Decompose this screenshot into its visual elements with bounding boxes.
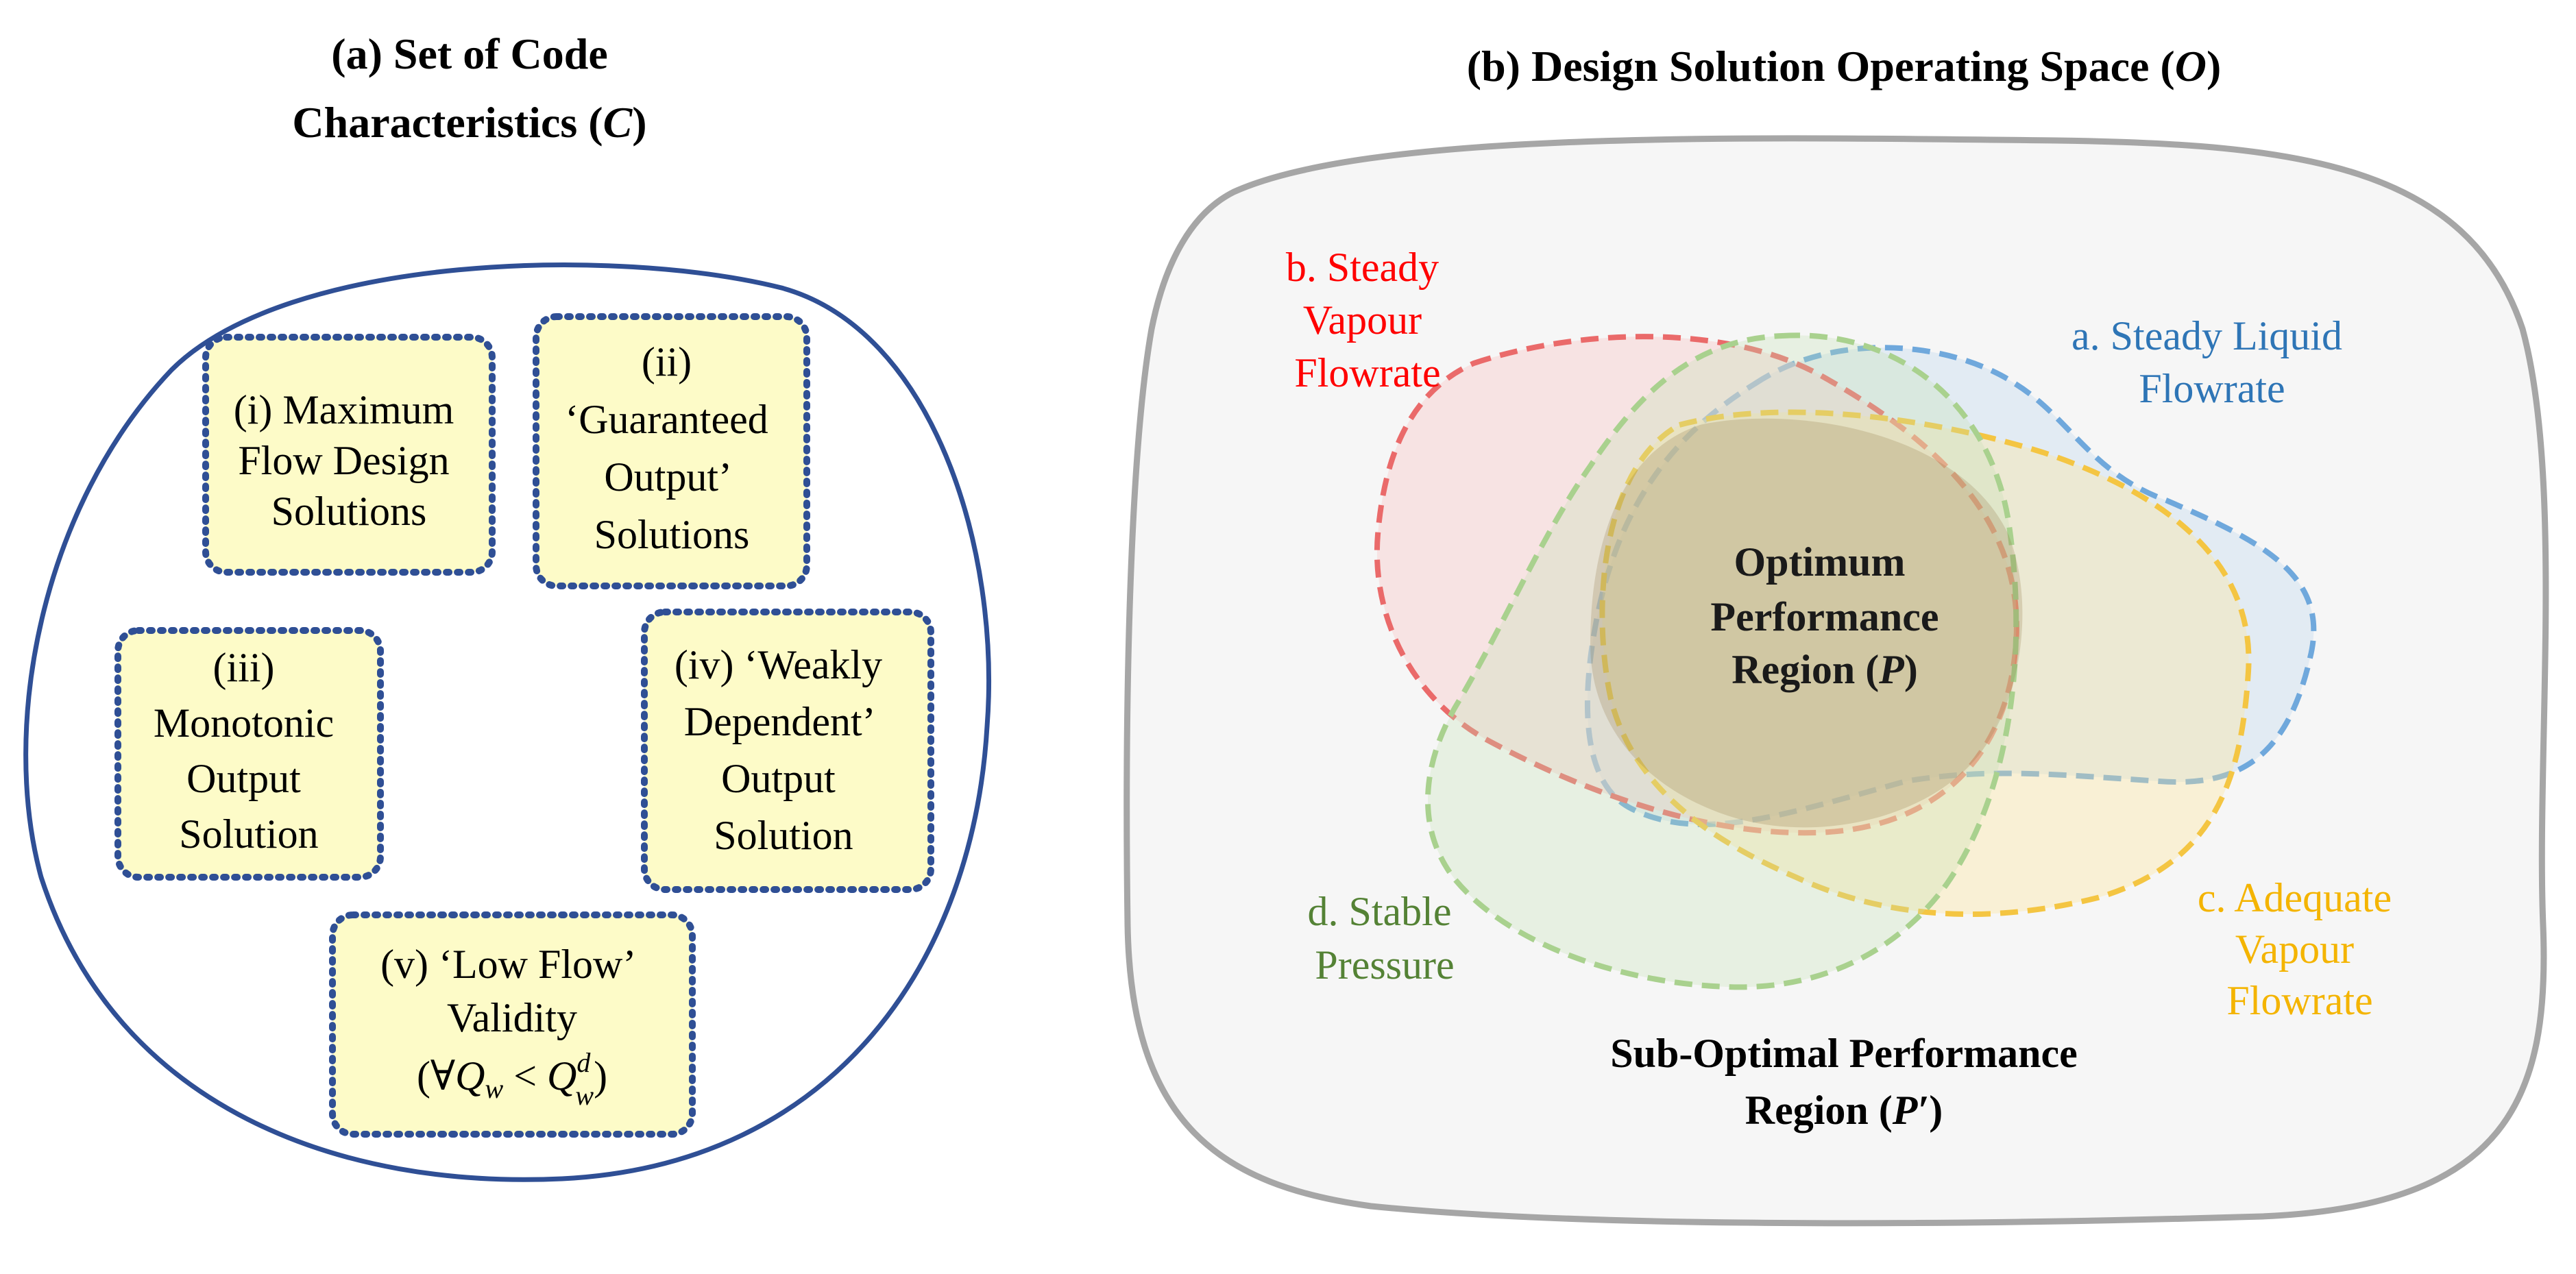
box-v-text: (v) ‘Low Flow’ Validity — [380, 942, 644, 1040]
region-a-steady-liquid-flowrate — [1584, 345, 2317, 827]
optimum-region-label: Optimum Performance — [1710, 539, 1939, 639]
suboptimal-region-label: Sub-Optimal Performance — [1610, 1031, 2078, 1076]
region-d-label: d. Stable Pressure — [1308, 889, 1462, 988]
region-a-label: a. Steady Liquid Flowrate — [2071, 313, 2353, 411]
panel-a-title-line1: (a) Set of Code — [331, 29, 607, 78]
panel-b-title: (b) Design Solution Operating Space (O) — [1467, 42, 2222, 90]
characteristic-box-i: (i) Maximum Flow Design Solutions — [202, 334, 496, 576]
box-iv-text: (iv) ‘Weakly Dependent’ Output Solution — [675, 642, 892, 858]
region-d-stable-pressure — [1425, 332, 2019, 990]
operating-space-region — [1123, 135, 2549, 1227]
panel-a: (a) Set of Code Characteristics (C) (i) … — [23, 29, 991, 1182]
box-i-text: (i) Maximum Flow Design Solutions — [234, 387, 465, 534]
region-c-label: c. Adequate Vapour Flowrate — [2198, 875, 2402, 1023]
optimum-region-symbol-label: Region (P) — [1731, 647, 1918, 692]
panel-b: (b) Design Solution Operating Space (O) … — [1123, 42, 2549, 1227]
characteristic-box-ii: (ii) ‘Guaranteed Output’ Solutions — [533, 313, 810, 589]
box-iii-text: (iii) Monotonic Output Solution — [154, 645, 344, 857]
characteristic-box-iii: (iii) Monotonic Output Solution — [114, 627, 384, 881]
optimum-performance-region — [1590, 418, 2023, 828]
characteristic-box-iv: (iv) ‘Weakly Dependent’ Output Solution — [641, 609, 934, 893]
region-b-steady-vapour-flowrate — [1374, 334, 2019, 836]
panel-a-title-line2: Characteristics (C) — [292, 98, 646, 147]
box-ii-text: (ii) ‘Guaranteed Output’ Solutions — [565, 339, 778, 557]
suboptimal-region-symbol-label: Region (P′) — [1745, 1088, 1943, 1133]
region-c-adequate-vapour-flowrate — [1599, 409, 2252, 917]
region-b-label: b. Steady Vapour Flowrate — [1286, 245, 1449, 395]
